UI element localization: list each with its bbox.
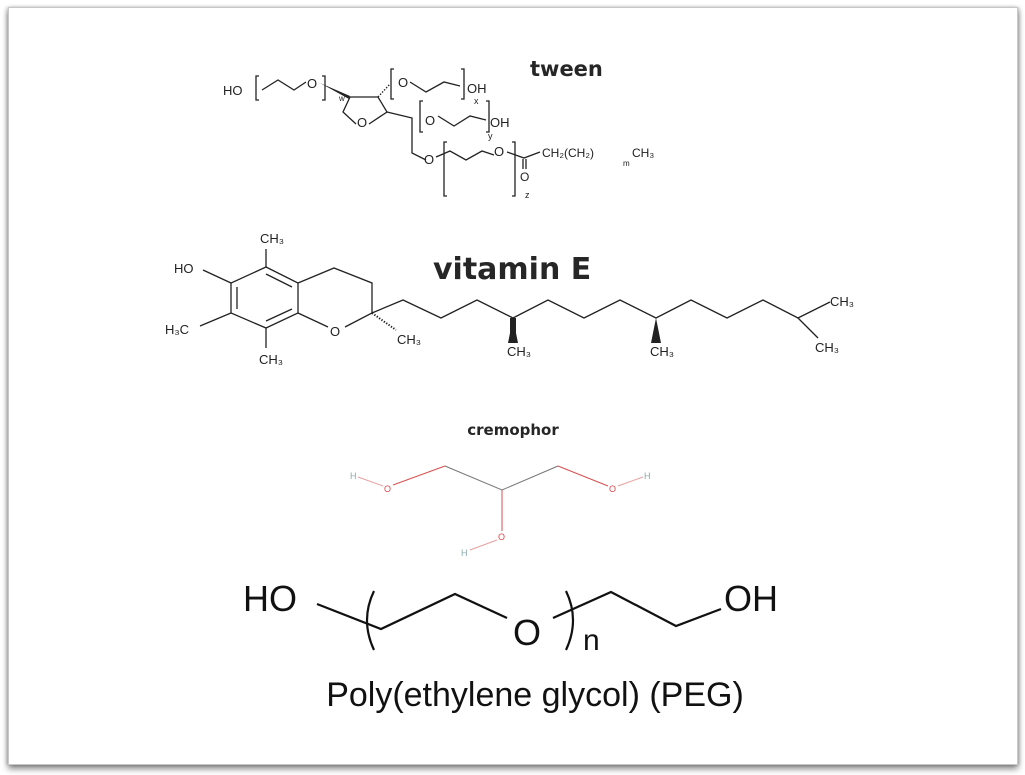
atom-label: O: [494, 144, 504, 159]
slide-frame: [8, 7, 1018, 765]
atom-label: CH₃: [815, 340, 839, 355]
atom-label: H: [350, 471, 357, 481]
vitamin-e-title: vitamin E: [433, 252, 591, 287]
subscript-label: z: [525, 190, 530, 200]
atom-label: O: [520, 170, 529, 184]
cremophor-title: cremophor: [467, 421, 559, 439]
atom-label: HO: [223, 83, 243, 98]
atom-label: O: [609, 484, 616, 494]
atom-label: O: [398, 75, 408, 90]
atom-label: O: [424, 152, 434, 167]
atom-label: CH₂(CH₂): [542, 146, 594, 160]
atom-label: HO: [243, 578, 297, 619]
atom-label: H₃C: [165, 322, 189, 337]
atom-label: O: [307, 76, 317, 91]
atom-label: CH₃: [830, 294, 854, 309]
subscript-label: n: [583, 624, 600, 657]
atom-label: CH₃: [632, 146, 654, 160]
subscript-label: x: [474, 96, 479, 106]
atom-label: O: [330, 324, 340, 339]
atom-label: CH₃: [650, 344, 674, 359]
cremophor-structure: cremophor H O H O H O: [350, 421, 651, 558]
subscript-label: m: [623, 159, 630, 168]
atom-label: HO: [174, 261, 194, 276]
subscript-label: y: [488, 131, 493, 141]
peg-structure: HO O n OH Poly(ethylene glycol) (PEG): [243, 578, 778, 714]
tween-title: tween: [530, 57, 603, 81]
atom-label: O: [384, 484, 391, 494]
atom-label: OH: [490, 115, 510, 130]
atom-label: CH₃: [397, 332, 421, 347]
subscript-label: w: [338, 94, 345, 103]
peg-caption: Poly(ethylene glycol) (PEG): [326, 676, 744, 714]
atom-label: O: [498, 532, 505, 542]
atom-label: H: [461, 548, 468, 558]
atom-label: CH₃: [507, 344, 531, 359]
atom-label: CH₃: [259, 352, 283, 367]
atom-label: CH₃: [260, 231, 284, 246]
atom-label: OH: [467, 81, 487, 96]
atom-label: O: [513, 612, 541, 653]
vitamin-e-structure: vitamin E O CH₃ HO H₃C CH₃ CH₃ CH₃ CH₃ C…: [165, 231, 854, 367]
tween-structure: tween HO O w O O OH x O OH y O O O CH₂(C…: [223, 57, 654, 200]
atom-label: H: [644, 471, 651, 481]
atom-label: O: [425, 113, 435, 128]
atom-label: OH: [724, 578, 778, 619]
atom-label: O: [357, 115, 367, 130]
